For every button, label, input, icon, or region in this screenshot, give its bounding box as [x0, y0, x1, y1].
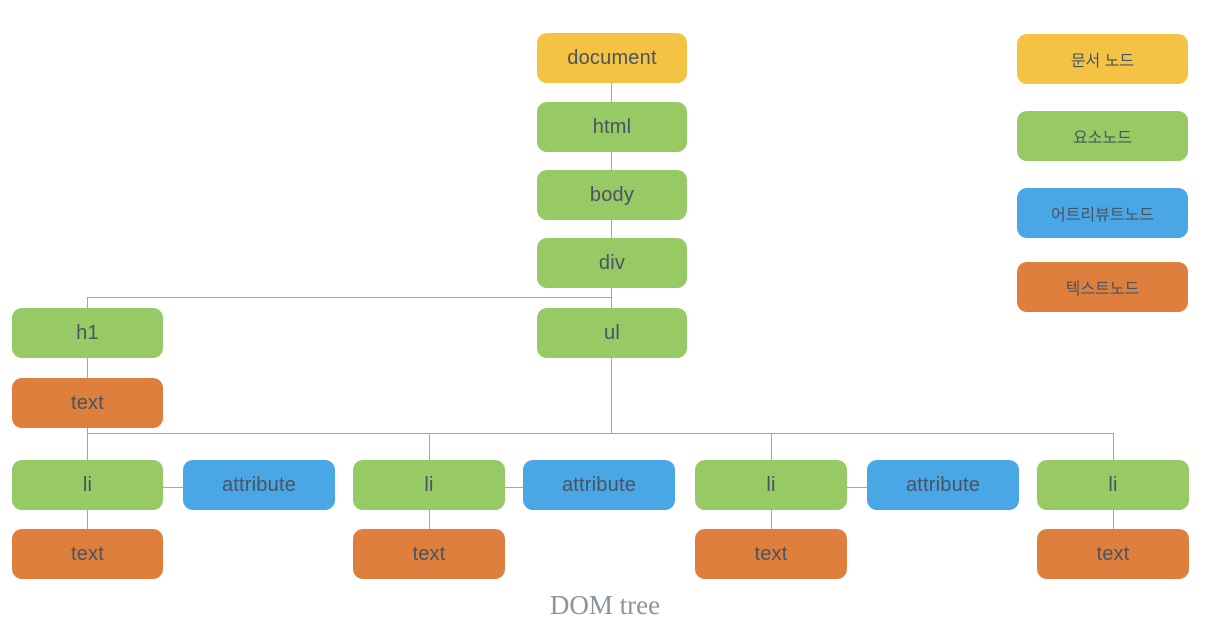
legend-item-element-node: 요소노드 — [1017, 111, 1188, 161]
node-li-2: li — [353, 460, 505, 510]
connector-document-html — [611, 83, 612, 102]
connector-li4-text — [1113, 510, 1114, 529]
connector-branch-li3 — [771, 433, 772, 460]
node-li4-text: text — [1037, 529, 1189, 579]
node-attribute-3: attribute — [867, 460, 1019, 510]
connector-branch-h1 — [87, 297, 88, 308]
connector-li3-text — [771, 510, 772, 529]
node-li1-text: text — [12, 529, 163, 579]
connector-li3-attr3 — [847, 487, 867, 488]
node-div: div — [537, 238, 687, 288]
node-li-1: li — [12, 460, 163, 510]
node-li3-text: text — [695, 529, 847, 579]
connector-li2-attr2 — [505, 487, 523, 488]
node-li2-text: text — [353, 529, 505, 579]
legend-item-text-node: 텍스트노드 — [1017, 262, 1188, 312]
node-body: body — [537, 170, 687, 220]
node-h1-text: text — [12, 378, 163, 428]
node-document: document — [537, 33, 687, 83]
connector-branch-li2 — [429, 433, 430, 460]
connector-ul-children — [87, 433, 1113, 434]
node-attribute-1: attribute — [183, 460, 335, 510]
node-ul: ul — [537, 308, 687, 358]
connector-h1-text — [87, 358, 88, 378]
node-h1: h1 — [12, 308, 163, 358]
connector-li1-text — [87, 510, 88, 529]
connector-branch-li4 — [1113, 433, 1114, 460]
connector-li2-text — [429, 510, 430, 529]
connector-html-body — [611, 152, 612, 170]
connector-branch-li1 — [87, 428, 88, 460]
connector-div-branch — [87, 297, 612, 298]
node-html: html — [537, 102, 687, 152]
node-attribute-2: attribute — [523, 460, 675, 510]
connector-ul-branch — [611, 358, 612, 433]
legend-item-attribute-node: 어트리뷰트노드 — [1017, 188, 1188, 238]
connector-li1-attr1 — [163, 487, 183, 488]
diagram-caption: DOM tree — [549, 590, 661, 620]
node-li-4: li — [1037, 460, 1189, 510]
node-li-3: li — [695, 460, 847, 510]
legend-item-document-node: 문서 노드 — [1017, 34, 1188, 84]
connector-body-div — [611, 220, 612, 238]
